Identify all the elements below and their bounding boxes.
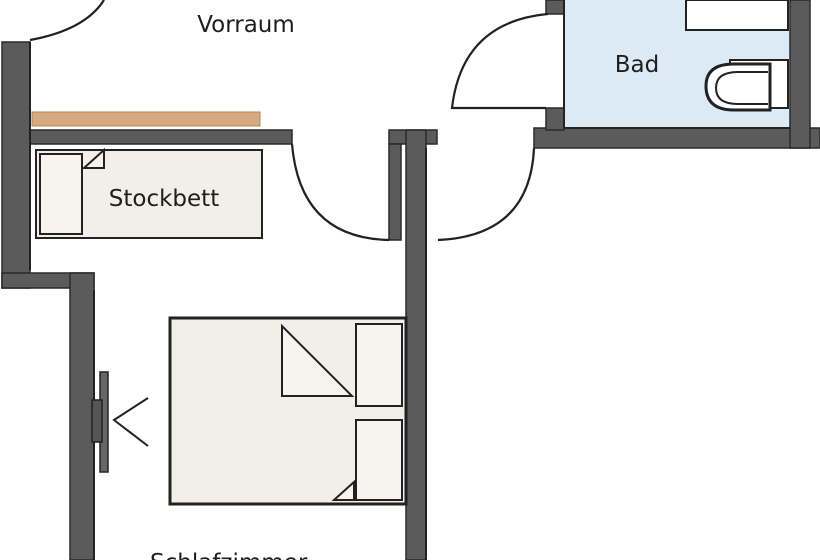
- tv: [91, 371, 149, 473]
- door-bathroom: [450, 12, 549, 110]
- wall-bath-bottom: [533, 127, 820, 149]
- double-bed-fold-top: [281, 323, 355, 397]
- bunk-bed: Stockbett: [35, 147, 263, 239]
- double-bed: [168, 316, 408, 506]
- double-bed-fold-bottom: [331, 479, 355, 501]
- wall-corridor-inner: [388, 143, 402, 241]
- tv-mount: [91, 399, 103, 443]
- bunk-bed-fold: [81, 147, 105, 169]
- toilet-icon: [704, 59, 789, 112]
- wooden-shelf: [31, 111, 261, 127]
- bathroom-fixtures: [685, 0, 789, 112]
- wall-bath-left: [545, 0, 565, 15]
- tv-view-lines: [112, 397, 149, 447]
- double-bed-pillow-top: [355, 323, 403, 407]
- room-label-vorraum: Vorraum: [197, 12, 295, 38]
- wall-bath-right: [789, 0, 811, 149]
- wall-bath-left-lower: [545, 107, 565, 131]
- wall-bunk-top: [29, 129, 293, 145]
- door-corridor: [437, 147, 536, 242]
- door-bunk-room: [290, 143, 390, 242]
- wall-left-upper: [1, 41, 31, 289]
- wall-corridor: [405, 129, 427, 560]
- room-label-bad: Bad: [615, 52, 659, 78]
- room-label-stockbett: Stockbett: [109, 186, 219, 212]
- bunk-bed-pillow: [39, 153, 83, 235]
- door-entrance: [29, 0, 105, 42]
- wall-lines: [29, 0, 790, 560]
- doors: [29, 0, 549, 242]
- wall-left-lower: [69, 272, 95, 560]
- double-bed-pillow-bottom: [355, 419, 403, 501]
- room-label-schlafzimmer: Schlafzimmer: [150, 550, 308, 560]
- bathtub: [685, 0, 789, 31]
